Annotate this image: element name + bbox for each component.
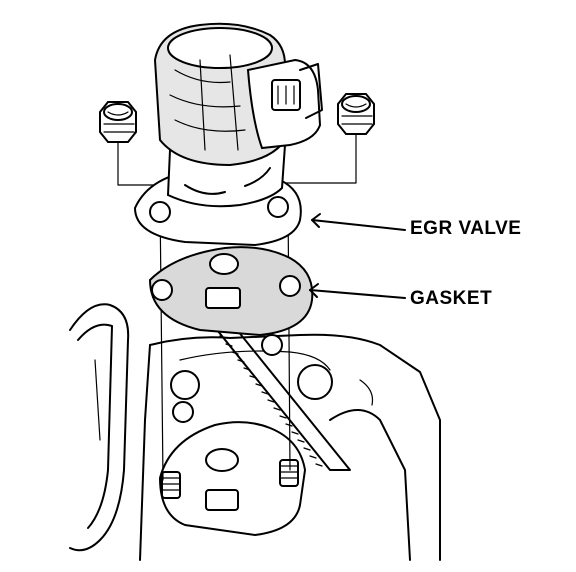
valve-bolt-hole-left — [149, 201, 171, 223]
block-boss-mid — [172, 401, 194, 423]
valve-bolt-hole-right — [267, 196, 289, 218]
stud-left — [161, 471, 181, 499]
gasket-port-square — [205, 287, 241, 309]
callout-arrow-gasket — [309, 283, 406, 299]
nut-right — [337, 93, 375, 135]
gasket-bolt-hole-right — [279, 275, 301, 297]
block-boss-right — [297, 364, 333, 400]
engine-block — [69, 303, 441, 561]
egr-valve — [133, 22, 323, 247]
stud-right — [279, 459, 299, 487]
gasket-bolt-hole-left — [151, 279, 173, 301]
gasket-port-round — [209, 253, 239, 275]
mounting-flange — [158, 421, 307, 537]
flange-port-square — [205, 489, 239, 511]
callout-arrow-egr-valve — [311, 213, 406, 231]
egr-valve-label: EGR VALVE — [410, 218, 522, 239]
flange-port-round — [205, 448, 239, 472]
block-boss-left — [170, 370, 200, 400]
gasket — [148, 246, 314, 337]
nut-left — [99, 101, 137, 143]
gasket-label: GASKET — [410, 288, 493, 309]
block-boss-top — [261, 334, 283, 356]
